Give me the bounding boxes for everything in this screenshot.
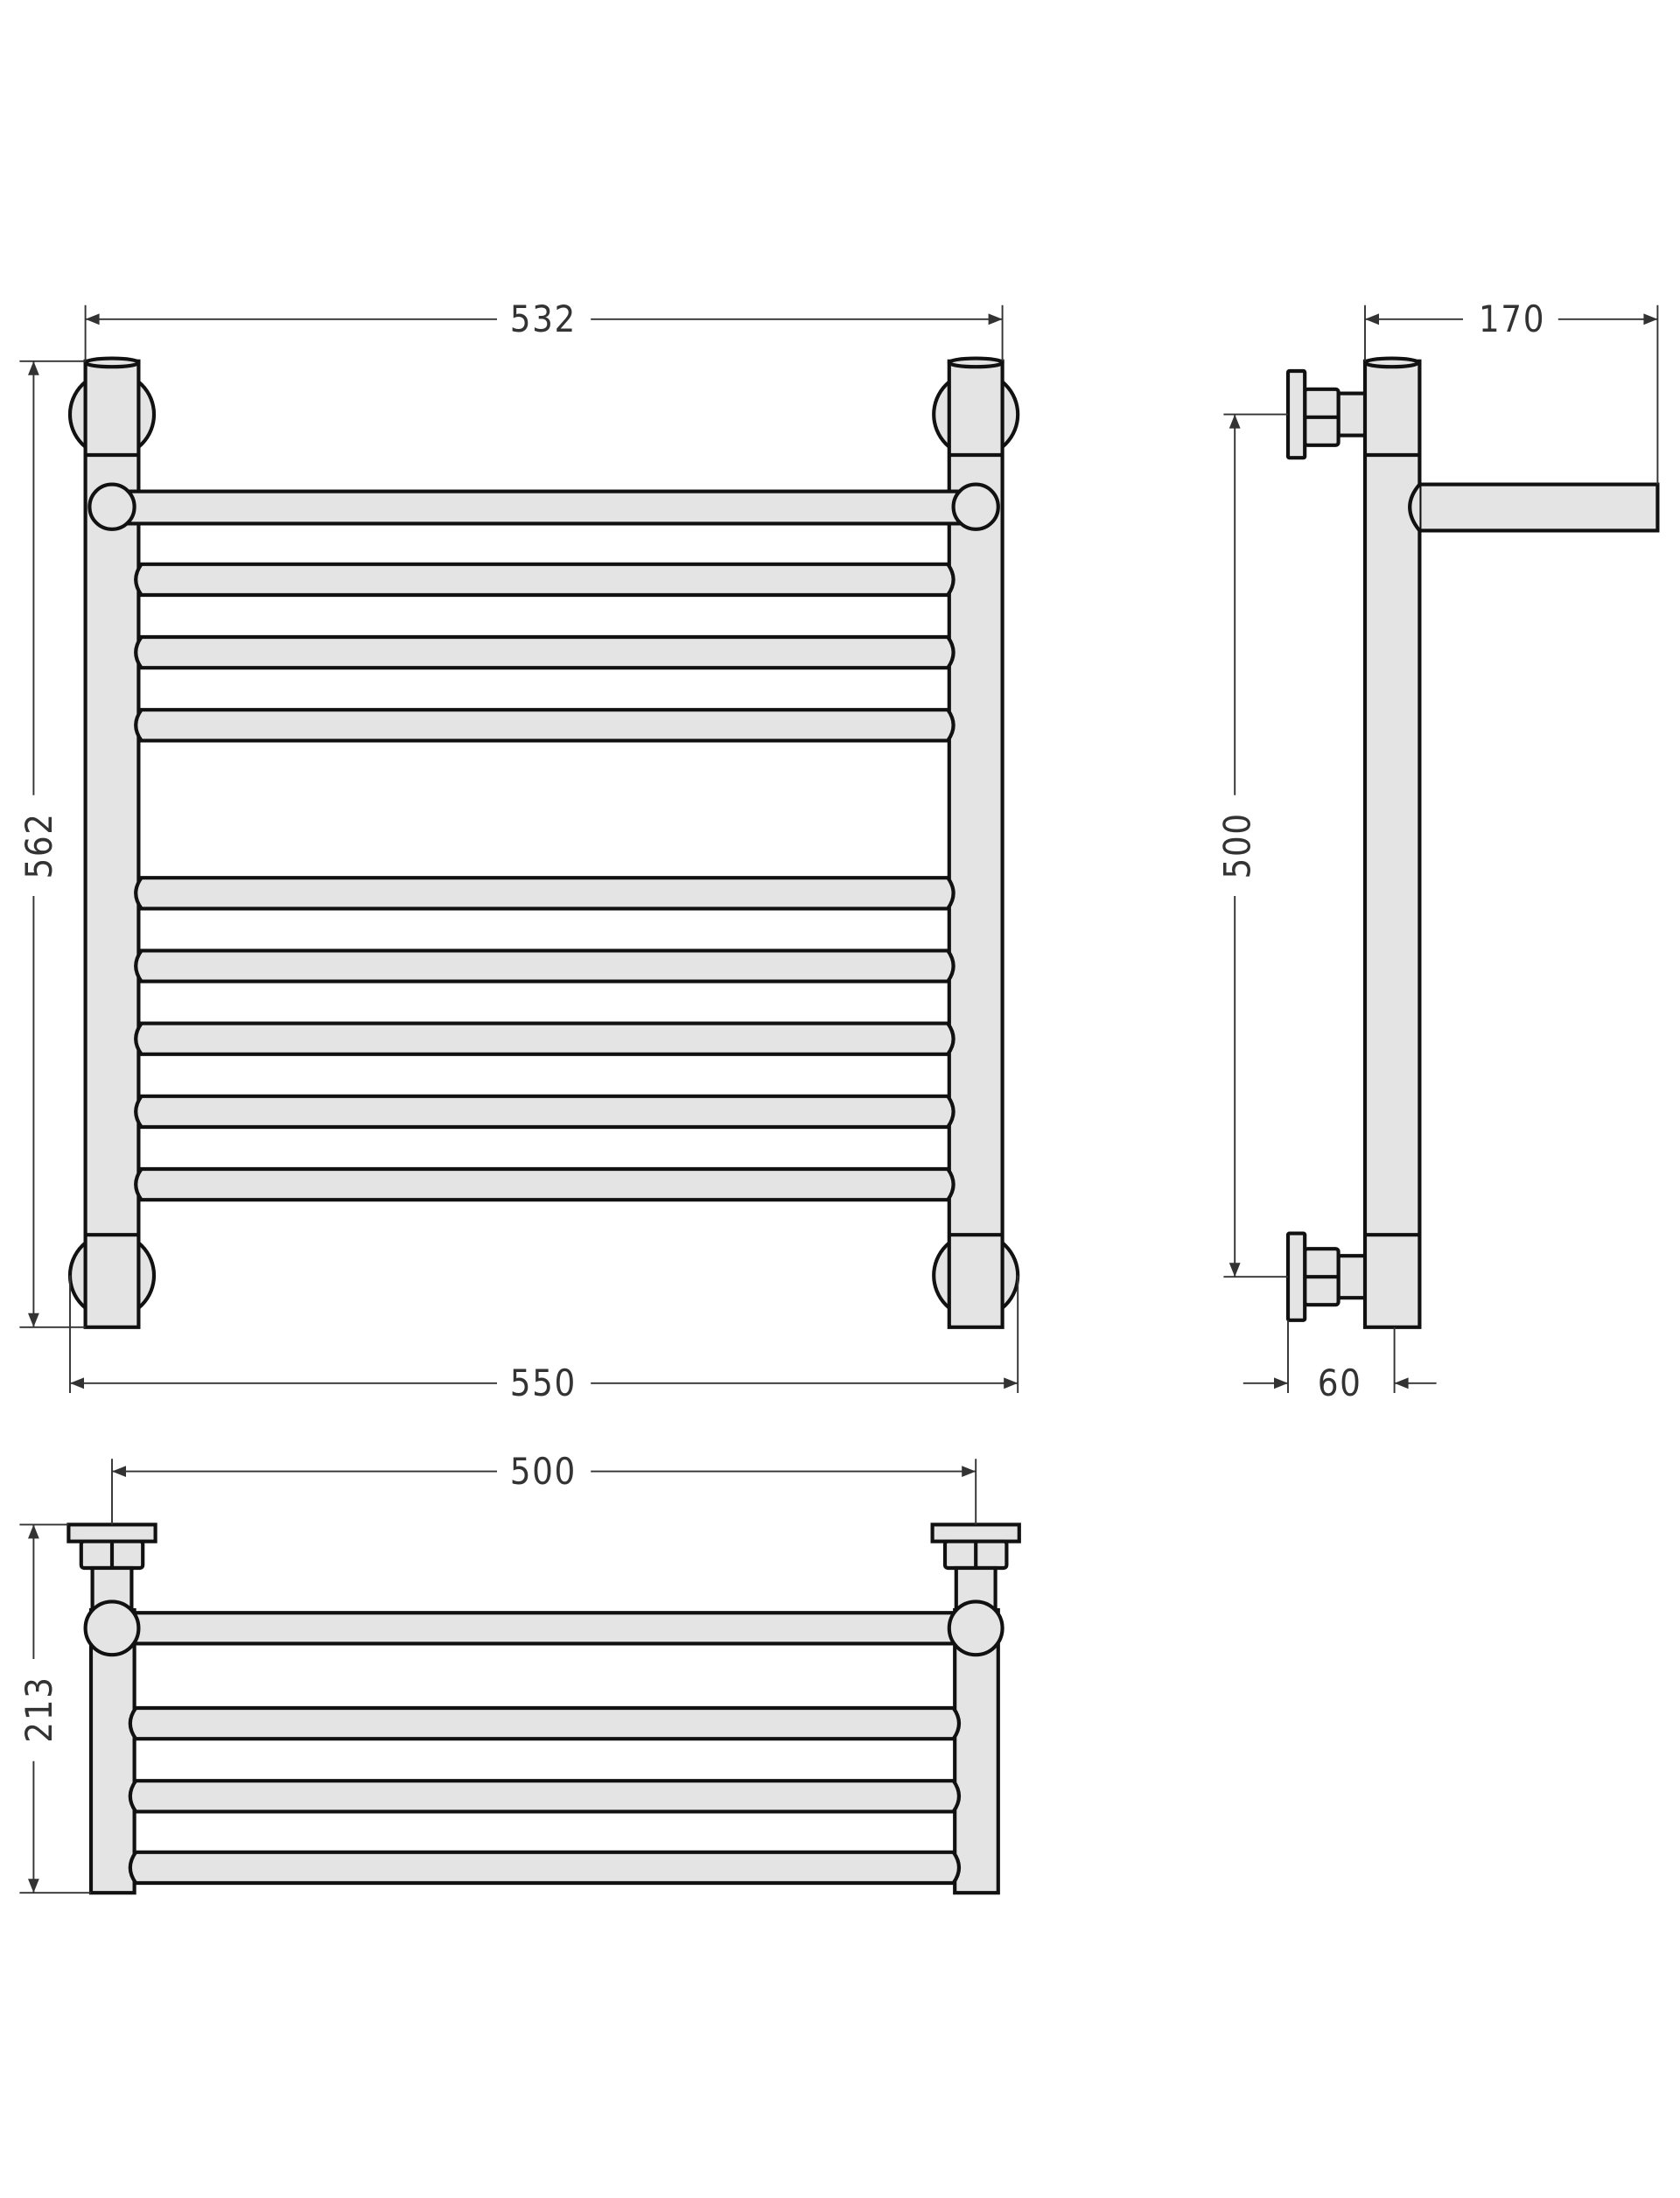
dimension-500-top: 500 (111, 1450, 977, 1525)
valve-top (1285, 368, 1368, 460)
dim-label: 213 (18, 1676, 60, 1742)
dimension-170: 170 (1364, 298, 1659, 485)
dimension-60: 60 (1242, 1320, 1437, 1404)
crossbar (134, 876, 956, 911)
crossbar (128, 1705, 962, 1741)
dim-label: 60 (1318, 1362, 1362, 1404)
shelf-bar (88, 482, 1000, 531)
crossbar (128, 1779, 962, 1814)
dim-label: 170 (1479, 298, 1545, 340)
crossbar (128, 1850, 962, 1886)
dim-label: 550 (510, 1362, 577, 1404)
side-shelf-arm (1411, 482, 1660, 533)
dimension-532: 532 (84, 298, 1004, 361)
dimension-550: 550 (69, 1275, 1019, 1404)
crossbars (134, 562, 956, 1202)
dimension-213: 213 (18, 1523, 91, 1894)
dimension-500-side: 500 (1216, 413, 1288, 1278)
crossbar (134, 708, 956, 743)
dim-label: 562 (18, 812, 60, 878)
top-shelf-bar (83, 1600, 1004, 1657)
dim-label: 532 (510, 298, 577, 340)
crossbar (134, 634, 956, 670)
front-view (67, 356, 1020, 1329)
top-crossbars (128, 1705, 962, 1886)
dimension-562: 562 (18, 360, 86, 1328)
side-upright (1362, 356, 1422, 1329)
side-view (1285, 356, 1660, 1329)
crossbar (134, 948, 956, 984)
valve-bottom (1285, 1231, 1368, 1322)
crossbar (134, 1094, 956, 1130)
crossbar (134, 1166, 956, 1202)
dim-label: 500 (510, 1450, 577, 1493)
crossbar (134, 562, 956, 598)
crossbar (134, 1021, 956, 1056)
top-view (66, 1522, 1021, 1895)
dim-label: 500 (1216, 812, 1259, 878)
